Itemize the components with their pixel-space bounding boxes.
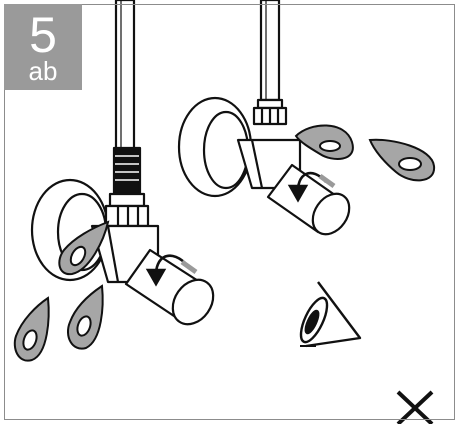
rotate-arrow-icon — [145, 254, 198, 287]
close-icon — [396, 390, 434, 424]
rotate-arrow-icon — [287, 171, 336, 203]
water-drop-icon — [58, 220, 110, 276]
left-valve-handle — [171, 278, 215, 326]
eye-warning-icon — [299, 281, 362, 348]
water-drop-icon — [294, 124, 354, 160]
right-valve — [177, 0, 351, 236]
water-drop-icon — [368, 138, 436, 182]
step-number: 5 — [29, 7, 57, 63]
step-badge: 5 ab — [4, 4, 82, 90]
left-valve — [30, 0, 215, 326]
water-drop-icon — [67, 284, 104, 350]
step-sub-label: ab — [28, 56, 58, 86]
right-valve-handle — [311, 192, 351, 236]
water-drop-icon — [13, 296, 50, 362]
panel-frame — [4, 4, 455, 420]
